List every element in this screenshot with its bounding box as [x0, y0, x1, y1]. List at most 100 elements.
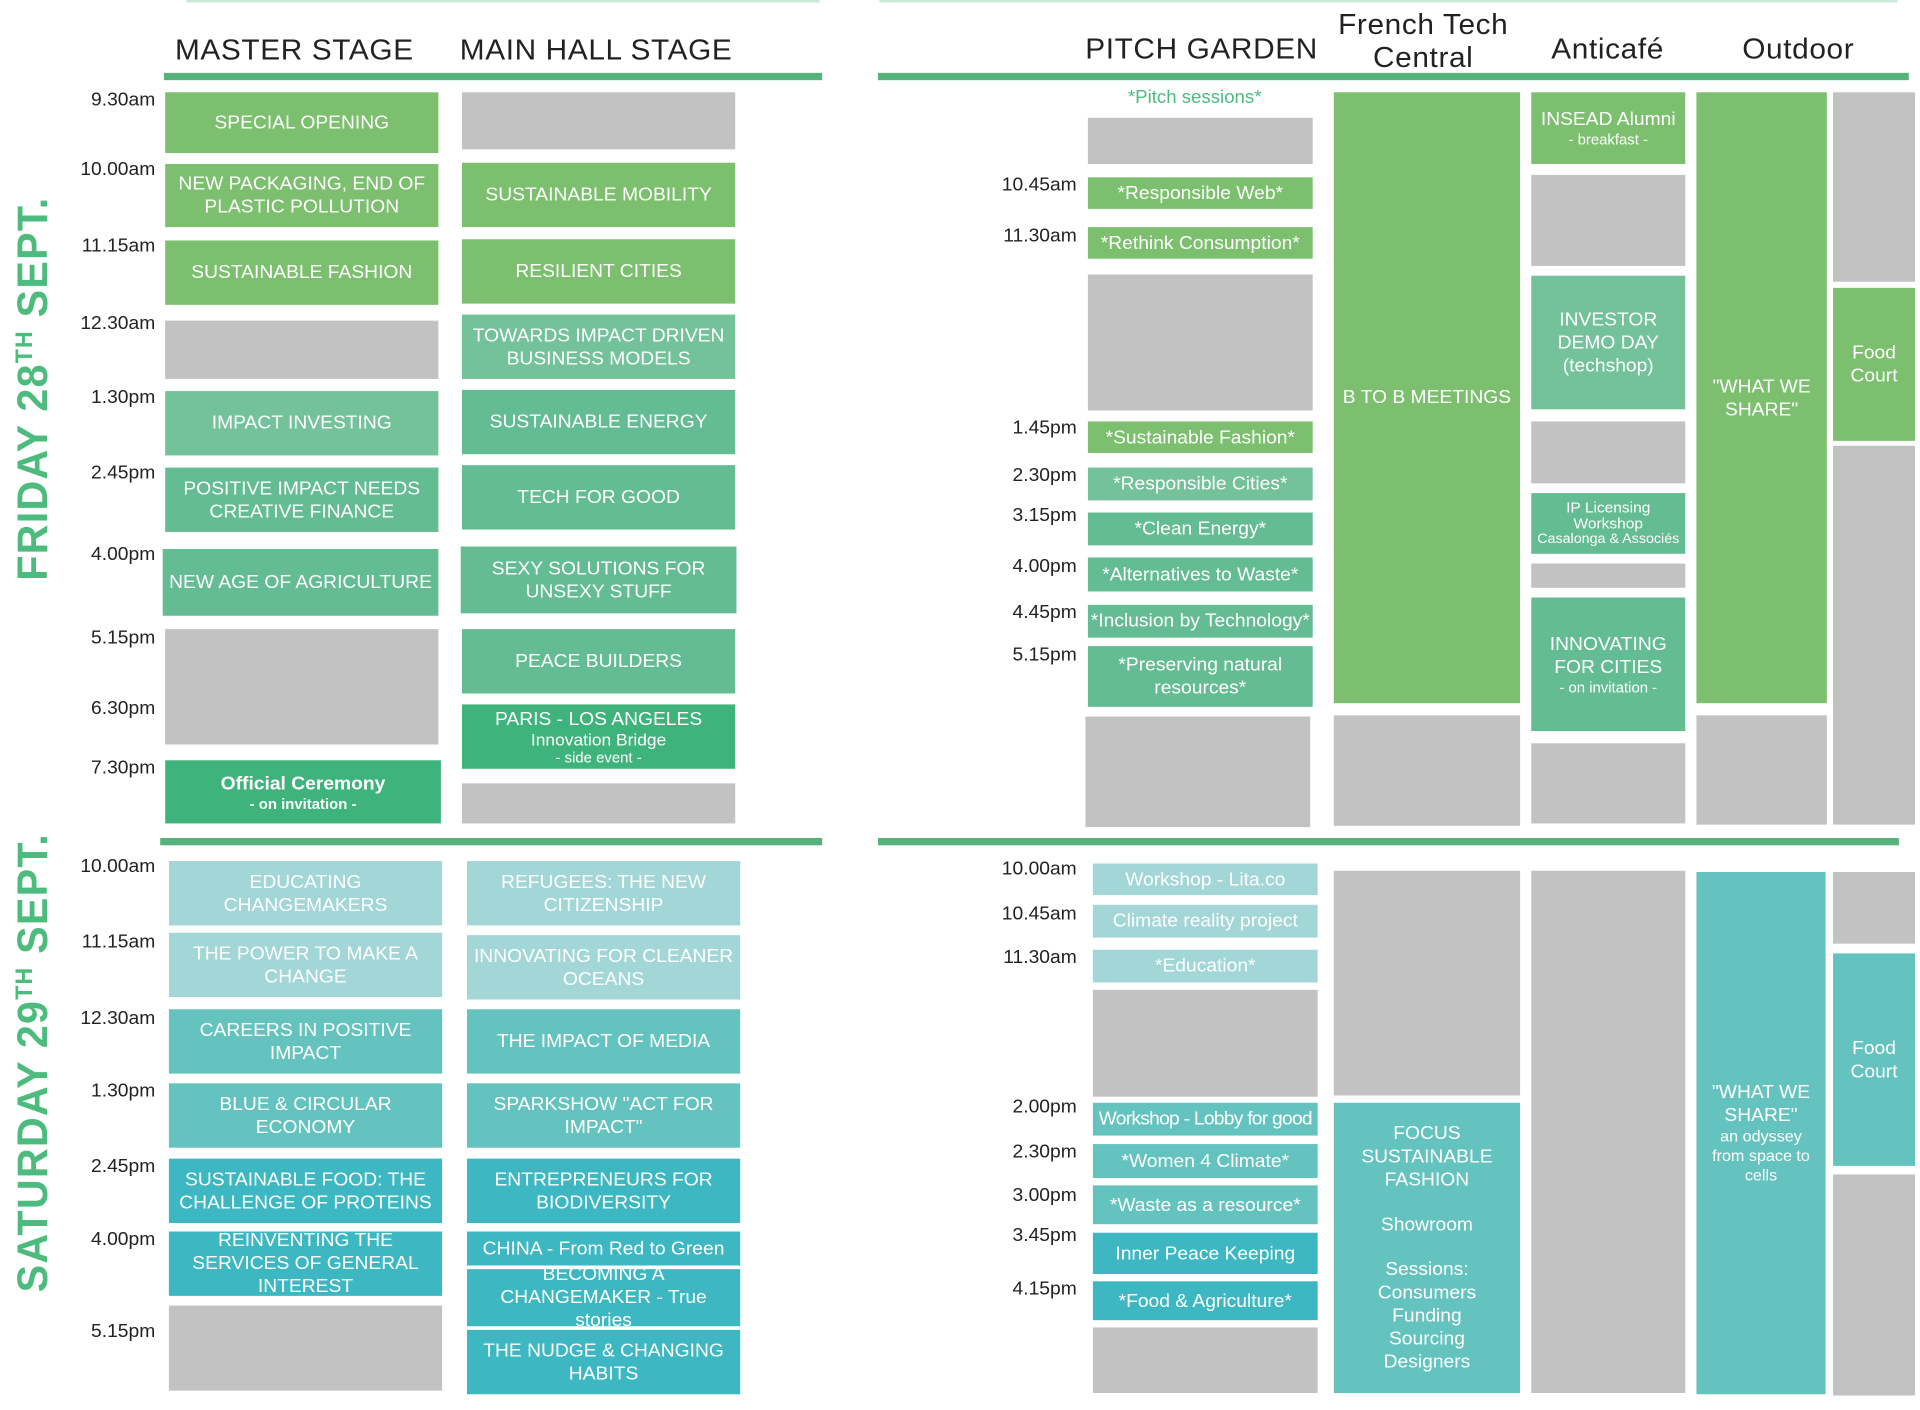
- food-court-block[interactable]: Food Court: [1833, 953, 1916, 1166]
- session-block[interactable]: RESILIENT CITIES: [461, 239, 736, 304]
- session-block[interactable]: BECOMING A CHANGEMAKER - True stories: [466, 1269, 741, 1327]
- time-label: 11.30am: [1003, 225, 1077, 247]
- time-label: 10.00am: [80, 856, 156, 877]
- session-block[interactable]: SEXY SOLUTIONS FOR UNSEXY STUFF: [460, 546, 737, 614]
- food-court-block[interactable]: Food Court: [1833, 287, 1916, 441]
- pitch-block[interactable]: *Rethink Consumption*: [1087, 227, 1313, 259]
- session-subtitle: an odyssey from space to cells: [1712, 1127, 1810, 1185]
- header-pitch-garden: PITCH GARDEN: [1085, 32, 1318, 66]
- time-label: 6.30pm: [91, 698, 156, 719]
- pitch-block[interactable]: *Waste as a resource*: [1092, 1185, 1318, 1225]
- time-label: 3.00pm: [1012, 1185, 1077, 1206]
- session-subtitle: Casalonga & Associés: [1537, 531, 1680, 546]
- session-block[interactable]: TOWARDS IMPACT DRIVEN BUSINESS MODELS: [461, 314, 736, 379]
- time-label: 2.00pm: [1012, 1096, 1077, 1118]
- session-title: FOCUS SUSTAINABLE FASHION: [1361, 1123, 1493, 1191]
- innovating-for-cities-block[interactable]: INNOVATING FOR CITIES - on invitation -: [1531, 597, 1686, 732]
- session-block[interactable]: CAREERS IN POSITIVE IMPACT: [168, 1009, 443, 1074]
- focus-sustainable-fashion-block[interactable]: FOCUS SUSTAINABLE FASHION Showroom Sessi…: [1333, 1102, 1521, 1394]
- empty-slot: [1333, 870, 1521, 1096]
- empty-slot: [1696, 715, 1827, 825]
- session-block[interactable]: POSITIVE IMPACT NEEDS CREATIVE FINANCE: [165, 467, 439, 532]
- session-subtitle: - on invitation -: [249, 794, 357, 812]
- session-subtitle: - on invitation -: [1559, 678, 1658, 696]
- pitch-block[interactable]: Workshop - Lobby for good: [1092, 1102, 1318, 1136]
- pitch-block[interactable]: *Clean Energy*: [1087, 512, 1313, 546]
- pitch-block[interactable]: Workshop - Lita.co: [1092, 863, 1318, 896]
- session-block-paris-la[interactable]: PARIS - LOS ANGELES Innovation Bridge - …: [461, 704, 736, 769]
- investor-demo-day-block[interactable]: INVESTOR DEMO DAY (techshop): [1531, 275, 1686, 410]
- pitch-block[interactable]: *Responsible Cities*: [1087, 467, 1313, 501]
- time-label: 12.30am: [80, 1008, 156, 1029]
- session-block[interactable]: SUSTAINABLE ENERGY: [461, 389, 736, 455]
- empty-slot: [1092, 989, 1318, 1097]
- day-saturday-suffix: SEPT.: [9, 833, 58, 967]
- pitch-block[interactable]: *Food & Agriculture*: [1092, 1281, 1318, 1321]
- time-label: 2.30pm: [1012, 465, 1077, 486]
- header-french-tech-central: French Tech Central: [1338, 8, 1509, 75]
- session-title: PARIS - LOS ANGELES: [494, 708, 703, 730]
- pitch-block[interactable]: *Alternatives to Waste*: [1087, 557, 1313, 592]
- header-main-hall-stage: MAIN HALL STAGE: [459, 34, 733, 67]
- time-label: 10.45am: [1001, 174, 1077, 196]
- session-subtitle: - breakfast -: [1568, 131, 1649, 149]
- session-block-official-ceremony[interactable]: Official Ceremony - on invitation -: [165, 760, 441, 824]
- day-separator-right: [878, 838, 1899, 846]
- pitch-block[interactable]: *Inclusion by Technology*: [1087, 604, 1313, 638]
- session-block[interactable]: SUSTAINABLE FOOD: THE CHALLENGE OF PROTE…: [168, 1158, 443, 1224]
- pitch-block[interactable]: *Preserving natural resources*: [1087, 646, 1313, 707]
- session-block[interactable]: SPECIAL OPENING: [165, 92, 439, 154]
- session-block[interactable]: IMPACT INVESTING: [165, 391, 439, 456]
- day-label-saturday: SATURDAY 29TH SEPT.: [10, 795, 60, 1329]
- session-block[interactable]: NEW AGE OF AGRICULTURE: [162, 548, 439, 616]
- what-we-share-block[interactable]: "WHAT WE SHARE": [1696, 92, 1827, 704]
- pitch-block[interactable]: Inner Peace Keeping: [1092, 1232, 1318, 1275]
- pitch-sessions-note: *Pitch sessions*: [1127, 87, 1262, 109]
- session-block[interactable]: SUSTAINABLE MOBILITY: [461, 162, 736, 228]
- time-label: 5.15pm: [1012, 644, 1077, 666]
- ip-licensing-block[interactable]: IP Licensing Workshop Casalonga & Associ…: [1531, 493, 1686, 554]
- pitch-block[interactable]: *Responsible Web*: [1087, 177, 1313, 209]
- pitch-block[interactable]: *Sustainable Fashion*: [1087, 421, 1313, 454]
- empty-slot: [165, 320, 439, 379]
- session-block[interactable]: ENTREPRENEURS FOR BIODIVERSITY: [466, 1158, 741, 1224]
- time-label: 2.45pm: [91, 462, 156, 484]
- empty-slot: [1833, 445, 1916, 825]
- time-label: 10.45am: [1001, 903, 1077, 925]
- time-label: 10.00am: [80, 159, 156, 180]
- session-block[interactable]: THE NUDGE & CHANGING HABITS: [466, 1329, 741, 1395]
- time-label: 11.15am: [81, 931, 156, 953]
- session-block[interactable]: SPARKSHOW "ACT FOR IMPACT": [466, 1083, 741, 1148]
- session-block[interactable]: TECH FOR GOOD: [461, 465, 736, 530]
- session-block[interactable]: SUSTAINABLE FASHION: [165, 240, 439, 305]
- session-block[interactable]: PEACE BUILDERS: [461, 629, 736, 694]
- time-label: 9.30am: [91, 89, 156, 111]
- what-we-share-block[interactable]: "WHAT WE SHARE" an odyssey from space to…: [1696, 872, 1826, 1395]
- pitch-block[interactable]: *Women 4 Climate*: [1092, 1144, 1318, 1179]
- time-label: 2.45pm: [91, 1156, 156, 1177]
- session-block[interactable]: THE IMPACT OF MEDIA: [466, 1009, 741, 1074]
- session-block[interactable]: INNOVATING FOR CLEANER OCEANS: [466, 935, 741, 1000]
- pitch-block[interactable]: *Education*: [1092, 949, 1318, 983]
- day-friday-text: FRIDAY 28: [9, 363, 58, 581]
- b2b-meetings-block[interactable]: B TO B MEETINGS: [1333, 92, 1521, 704]
- pitch-block[interactable]: Climate reality project: [1092, 904, 1318, 938]
- session-block[interactable]: THE POWER TO MAKE A CHANGE: [168, 932, 443, 998]
- session-block[interactable]: REFUGEES: THE NEW CITIZENSHIP: [466, 861, 741, 926]
- time-label: 5.15pm: [91, 1321, 156, 1343]
- time-label: 3.15pm: [1012, 505, 1077, 526]
- session-note: - side event -: [555, 748, 642, 766]
- session-block[interactable]: NEW PACKAGING, END OF PLASTIC POLLUTION: [165, 163, 439, 228]
- time-label: 5.15pm: [91, 627, 156, 649]
- time-label: 1.30pm: [91, 1080, 156, 1102]
- session-block[interactable]: BLUE & CIRCULAR ECONOMY: [168, 1083, 443, 1148]
- empty-slot: [1087, 274, 1313, 411]
- insead-block[interactable]: INSEAD Alumni - breakfast -: [1531, 92, 1686, 164]
- session-block[interactable]: CHINA - From Red to Green: [466, 1231, 741, 1266]
- time-label: 11.15am: [81, 235, 156, 257]
- session-block[interactable]: EDUCATING CHANGEMAKERS: [168, 861, 443, 926]
- empty-slot: [1833, 872, 1916, 944]
- session-block[interactable]: REINVENTING THE SERVICES OF GENERAL INTE…: [168, 1231, 443, 1296]
- empty-slot: [1833, 92, 1916, 282]
